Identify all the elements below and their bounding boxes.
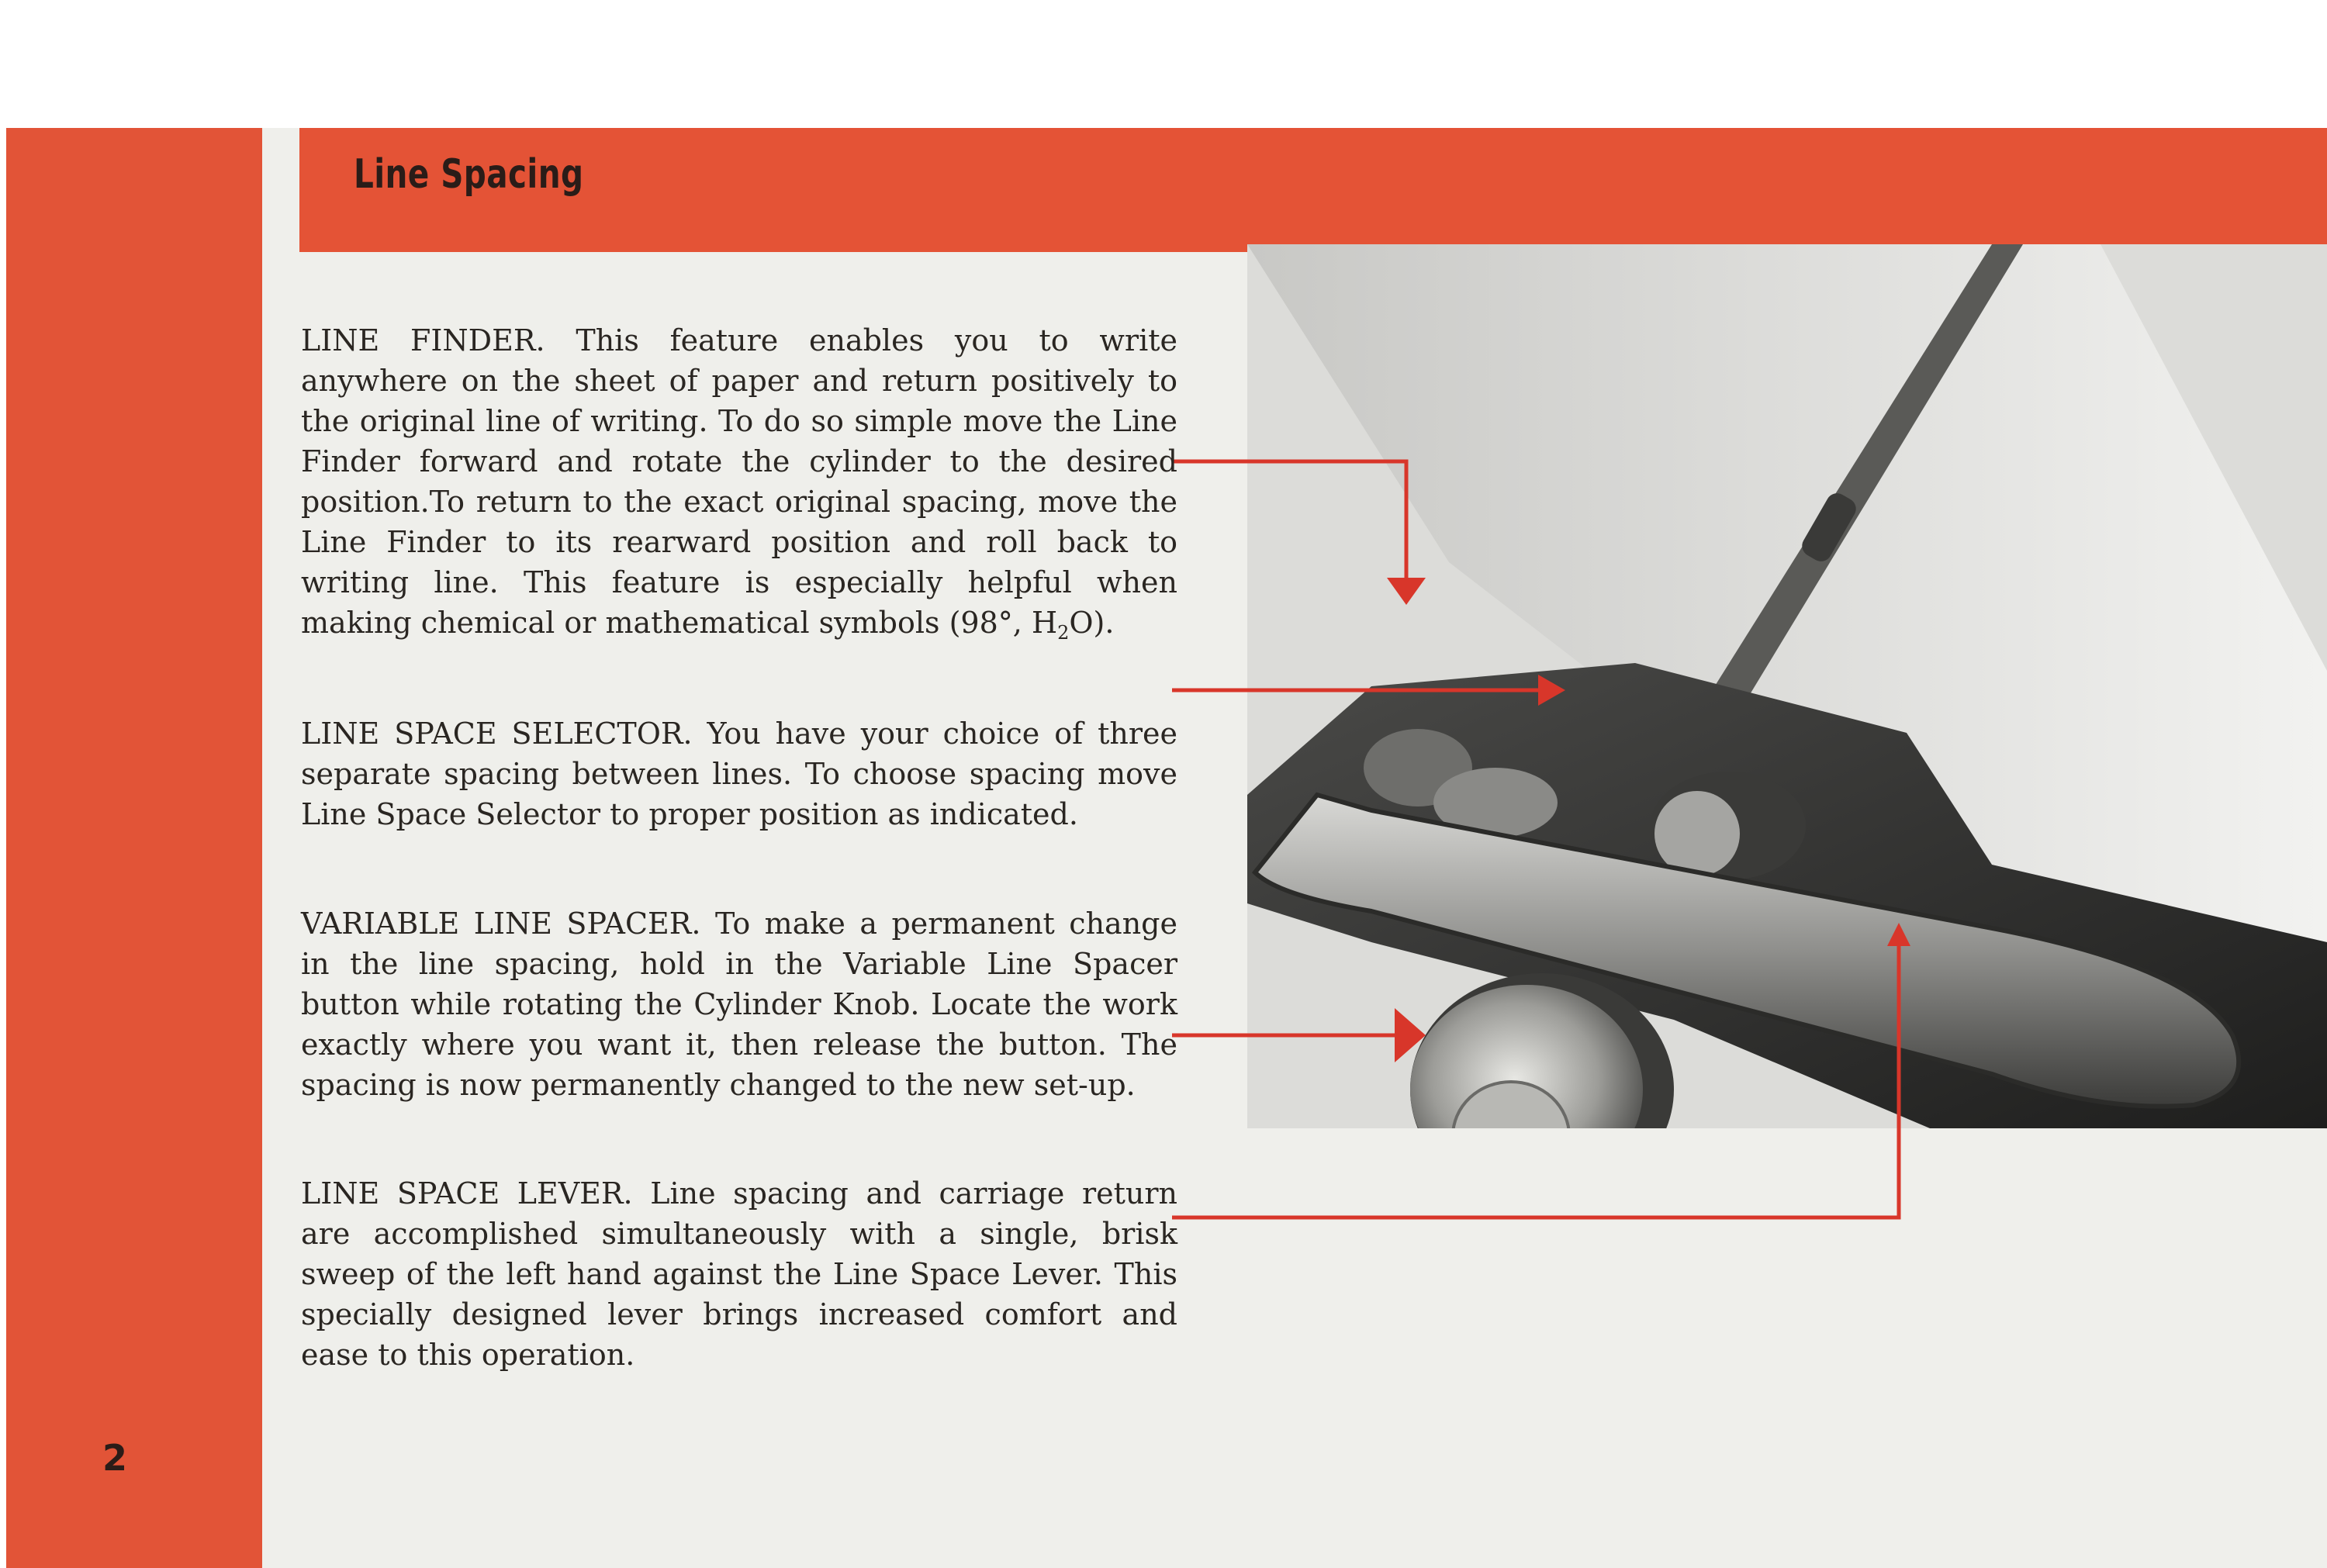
callout-arrowheads — [1387, 578, 1910, 1062]
line-space-lever-paragraph: LINE SPACE LEVER. Line spacing and carri… — [301, 1173, 1177, 1375]
variable-line-spacer-paragraph: VARIABLE LINE SPACER. To make a permanen… — [301, 903, 1177, 1105]
left-color-band — [6, 128, 262, 1568]
line-space-lever — [1251, 792, 2242, 1109]
term-line-finder: LINE FINDER. — [301, 323, 545, 357]
line-finder-tail: O). — [1069, 606, 1115, 640]
line-finder-paragraph: LINE FINDER. This feature enables you to… — [301, 320, 1177, 653]
variable-line-spacer-text: To make a permanent change in the line s… — [301, 907, 1177, 1102]
term-line-space-selector: LINE SPACE SELECTOR. — [301, 717, 693, 751]
heading-band — [299, 128, 2327, 252]
typewriter-carriage-illustration — [1172, 244, 2327, 1568]
term-line-space-lever: LINE SPACE LEVER. — [301, 1176, 633, 1211]
line-space-selector-paragraph: LINE SPACE SELECTOR. You have your choic… — [301, 713, 1177, 834]
page-title: Line Spacing — [354, 151, 584, 198]
subscript-2: 2 — [1057, 622, 1070, 644]
term-variable-line-spacer: VARIABLE LINE SPACER. — [301, 907, 701, 941]
manual-page: Line Spacing — [6, 128, 2327, 1568]
line-finder-text: This feature enables you to write anywhe… — [301, 323, 1177, 640]
callout-lines — [1172, 459, 1901, 1220]
line-space-lever-text: Line spacing and carriage return are acc… — [301, 1176, 1177, 1372]
line-space-selector-text: You have your choice of three separate s… — [301, 717, 1177, 831]
page-number: 2 — [102, 1437, 128, 1479]
bail-rod — [1705, 244, 2023, 717]
